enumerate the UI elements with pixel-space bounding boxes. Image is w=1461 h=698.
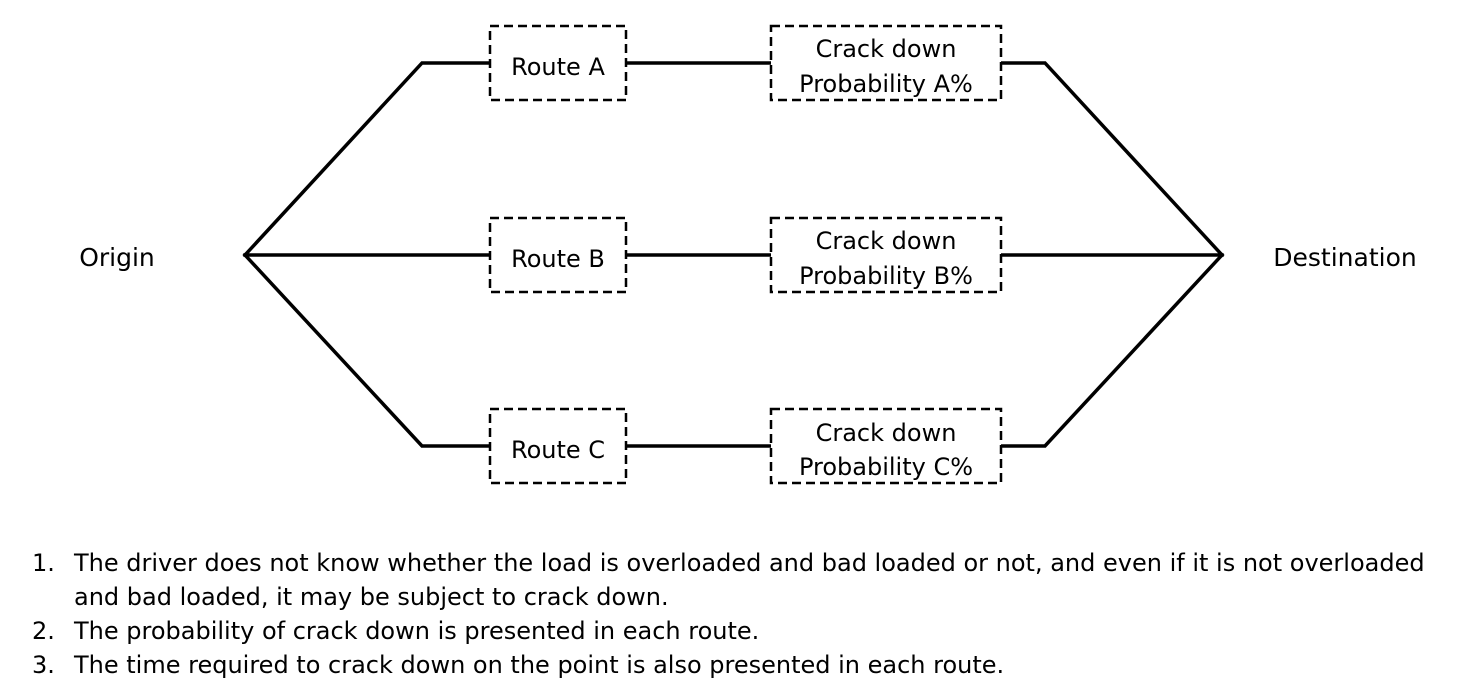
check-b-line1: Crack down xyxy=(816,227,957,255)
check-c-line2: Probability C% xyxy=(799,453,973,481)
note-text: The probability of crack down is present… xyxy=(74,617,760,645)
notes-list: 1. The driver does not know whether the … xyxy=(32,546,1442,682)
note-text: The driver does not know whether the loa… xyxy=(74,549,1425,611)
check-a-to-destination-line xyxy=(999,61,1225,258)
check-a-line2: Probability A% xyxy=(799,70,973,98)
note-item: 3. The time required to crack down on th… xyxy=(32,648,1442,682)
check-c-box xyxy=(769,407,1003,485)
route-a-label: Route A xyxy=(511,53,605,81)
check-a-box xyxy=(769,24,1003,102)
check-c-line1: Crack down xyxy=(816,419,957,447)
note-number: 2. xyxy=(32,617,55,645)
origin-to-route-a-line xyxy=(242,61,492,258)
origin-label: Origin xyxy=(79,243,155,272)
route-diagram: Origin Destination Route A Crack down Pr… xyxy=(79,24,1417,485)
route-a-group: Route A Crack down Probability A% xyxy=(488,24,1003,102)
route-c-group: Route C Crack down Probability C% xyxy=(488,407,1003,485)
check-b-line2: Probability B% xyxy=(799,262,973,290)
note-number: 3. xyxy=(32,651,55,679)
check-a-line1: Crack down xyxy=(816,35,957,63)
route-c-label: Route C xyxy=(511,436,605,464)
route-b-label: Route B xyxy=(511,245,605,273)
note-text: The time required to crack down on the p… xyxy=(74,651,1005,679)
note-item: 2. The probability of crack down is pres… xyxy=(32,614,1442,648)
destination-label: Destination xyxy=(1273,243,1416,272)
route-b-group: Route B Crack down Probability B% xyxy=(488,216,1003,294)
connector-lines xyxy=(242,61,1225,448)
note-item: 1. The driver does not know whether the … xyxy=(32,546,1442,614)
check-c-to-destination-line xyxy=(999,252,1225,448)
route-c-box xyxy=(488,407,628,485)
note-number: 1. xyxy=(32,549,55,577)
route-a-box xyxy=(488,24,628,102)
origin-to-route-c-line xyxy=(242,252,492,448)
check-b-box xyxy=(769,216,1003,294)
route-b-box xyxy=(488,216,628,294)
